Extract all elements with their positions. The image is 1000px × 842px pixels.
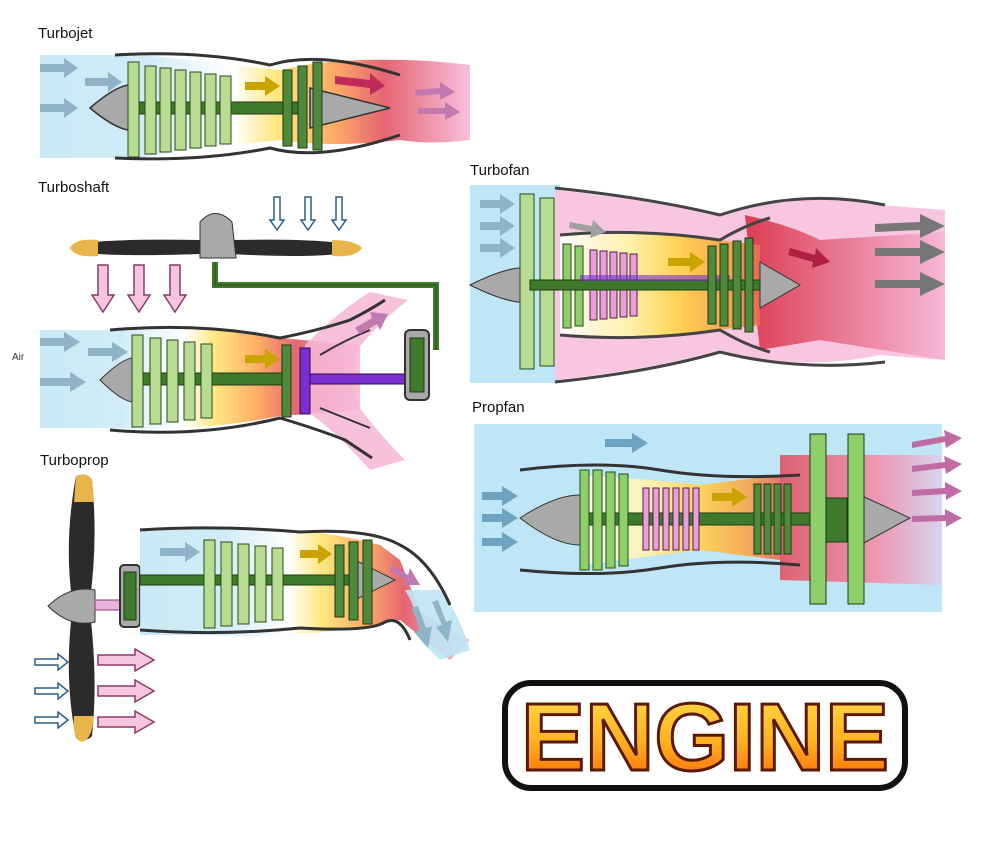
propfan-diagram: Propfan — [472, 399, 962, 612]
turboprop-diagram: Turboprop — [34, 452, 470, 742]
turbojet-label: Turbojet — [38, 25, 93, 42]
turboshaft-label: Turboshaft — [38, 179, 110, 196]
air-label: Air — [12, 352, 25, 363]
engine-title-text: ENGINE — [521, 684, 889, 791]
turbofan-label: Turbofan — [470, 162, 529, 179]
turboshaft-diagram: Turboshaft — [12, 179, 439, 470]
turboprop-label: Turboprop — [40, 452, 109, 469]
turbofan-diagram: Turbofan — [468, 162, 945, 384]
propfan-label: Propfan — [472, 399, 525, 416]
engine-title: ENGINE — [502, 680, 908, 793]
turbojet-diagram: Turbojet — [38, 25, 470, 161]
